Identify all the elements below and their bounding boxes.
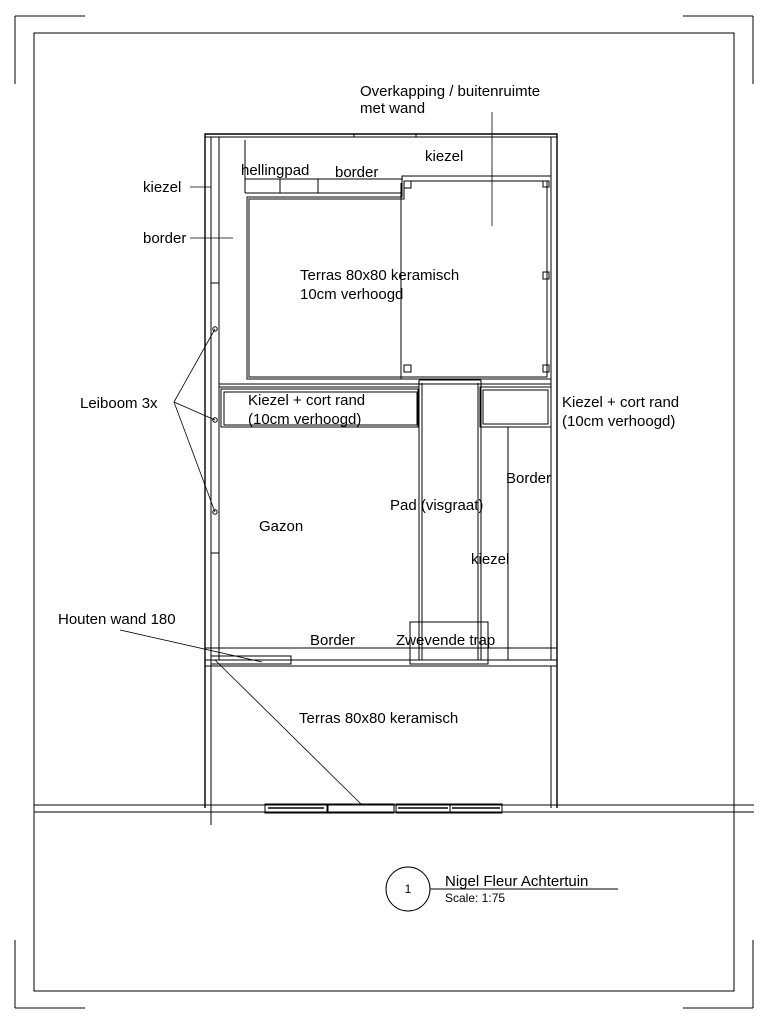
label-terras-top-1: Terras 80x80 keramisch [300,267,459,284]
label-border-top: border [335,164,378,181]
title-block: 1 Nigel Fleur Achtertuin Scale: 1:75 [385,866,618,912]
label-leiboom: Leiboom 3x [80,395,158,412]
terras-lower [210,666,552,808]
label-kiezel-left: kiezel [143,179,181,196]
label-border-bottom: Border [310,632,355,649]
crop-marks [14,15,754,1009]
label-overkapping-1: Overkapping / buitenruimte [360,83,540,100]
plan-labels: Overkapping / buitenruimte met wand kiez… [58,83,679,727]
drawing-title: Nigel Fleur Achtertuin [445,873,588,890]
label-terras-top-2: 10cm verhoogd [300,286,403,303]
label-overkapping-2: met wand [360,100,425,117]
drawing-number: 1 [405,882,412,896]
label-kiezel-cort-right-1: Kiezel + cort rand [562,394,679,411]
leiboom-fence [210,282,220,554]
lower-divider [205,647,557,667]
label-border-right: Border [506,470,551,487]
label-kiezel-path: kiezel [471,551,509,568]
terras-upper [246,175,552,380]
label-pad: Pad (visgraat) [390,497,483,514]
label-border-left: border [143,230,186,247]
sheet-border [33,32,735,992]
label-terras-bottom: Terras 80x80 keramisch [299,710,458,727]
label-gazon: Gazon [259,518,303,535]
label-houten-wand: Houten wand 180 [58,611,176,628]
house-wall [34,803,754,814]
drawing-scale: Scale: 1:75 [445,891,505,905]
label-hellingpad: hellingpad [241,162,309,179]
label-kiezel-cort-left-1: Kiezel + cort rand [248,392,365,409]
label-zwevende-trap: Zwevende trap [396,632,495,649]
label-kiezel-cort-right-2: (10cm verhoogd) [562,413,675,430]
leader-lines [119,112,493,806]
label-kiezel-top: kiezel [425,148,463,165]
label-kiezel-cort-left-2: (10cm verhoogd) [248,411,361,428]
